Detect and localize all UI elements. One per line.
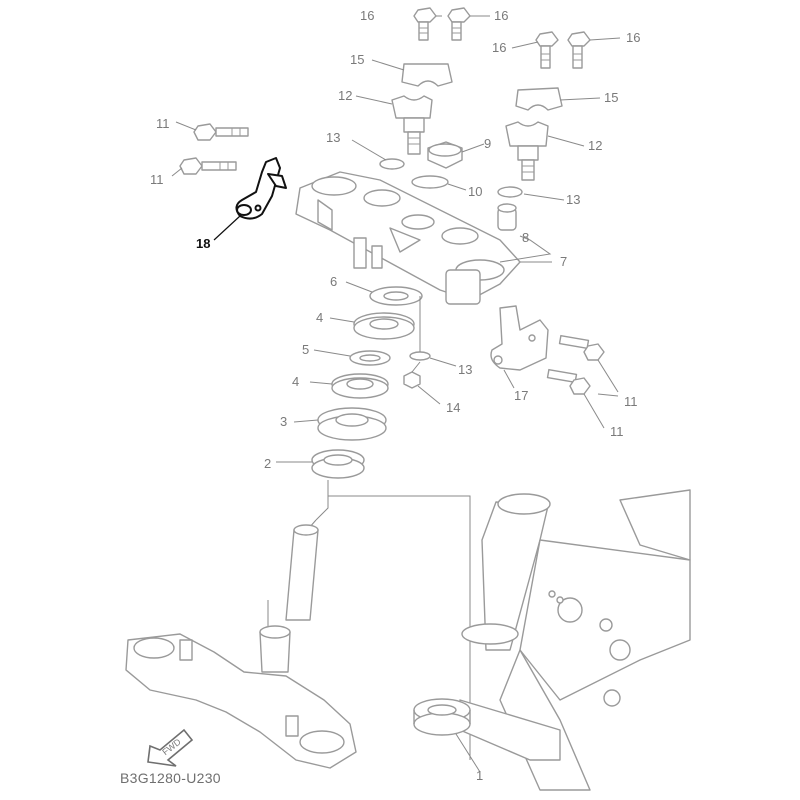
callout-12: 12: [588, 138, 602, 153]
callout-16: 16: [494, 8, 508, 23]
bearing-cover-3: [317, 407, 387, 441]
leader-lines: [171, 15, 621, 773]
ring-nut-4-lower: [331, 373, 389, 399]
nut-14: [403, 371, 421, 389]
callout-7: 7: [560, 254, 567, 269]
callout-4: 4: [292, 374, 299, 389]
bolt-11-bottom-b: [546, 368, 591, 395]
ring-nut-4-upper: [353, 312, 415, 340]
callout-1: 1: [476, 768, 483, 783]
callout-4: 4: [316, 310, 323, 325]
callout-9: 9: [484, 136, 491, 151]
diagram-code: B3G1280-U230: [120, 770, 221, 786]
callout-13: 13: [566, 192, 580, 207]
bearing-1: [413, 698, 471, 736]
upper-bracket-7: [295, 171, 521, 305]
callout-11: 11: [610, 424, 624, 439]
callout-16: 16: [492, 40, 506, 55]
bolt-11-top-a: [193, 123, 249, 141]
callout-12: 12: [338, 88, 352, 103]
callout-15: 15: [350, 52, 364, 67]
bracket-17: [490, 305, 549, 371]
callout-11: 11: [156, 116, 170, 131]
callout-14: 14: [446, 400, 460, 415]
callout-8: 8: [522, 230, 529, 245]
washer-13-right: [497, 186, 523, 198]
bearing-2: [311, 449, 365, 479]
bolt-16-right-a: [535, 31, 559, 69]
callout-16: 16: [360, 8, 374, 23]
cable-guide-18: [235, 157, 287, 220]
bolt-16-left-a: [413, 7, 437, 41]
callout-16: 16: [626, 30, 640, 45]
callout-11: 11: [624, 394, 638, 409]
washer-13-lower: [409, 351, 431, 361]
callout-10: 10: [468, 184, 482, 199]
handlebar-holder-lower-right: [505, 121, 549, 181]
callout-17: 17: [514, 388, 528, 403]
bolt-16-left-b: [447, 7, 471, 41]
callout-18: 18: [196, 236, 210, 251]
callout-3: 3: [280, 414, 287, 429]
callout-15: 15: [604, 90, 618, 105]
washer-6: [369, 286, 423, 306]
washer-5: [349, 350, 391, 366]
callout-13: 13: [326, 130, 340, 145]
callout-5: 5: [302, 342, 309, 357]
steering-stem-under-bracket: [125, 524, 357, 769]
washer-13-left: [379, 158, 405, 170]
fwd-arrow-icon: FWD: [147, 728, 194, 767]
frame-head-pipe: [459, 489, 691, 791]
nut-9: [427, 141, 463, 169]
callout-11: 11: [150, 172, 164, 187]
bolt-16-right-b: [567, 31, 591, 69]
callout-13: 13: [458, 362, 472, 377]
bolt-11-top-b: [179, 157, 237, 175]
callout-2: 2: [264, 456, 271, 471]
collar-8: [497, 203, 517, 231]
callout-6: 6: [330, 274, 337, 289]
handlebar-holder-upper-left: [401, 63, 453, 87]
bolt-11-bottom-a: [558, 334, 605, 361]
handlebar-holder-lower-left: [391, 95, 433, 155]
handlebar-holder-upper-right: [515, 87, 563, 111]
washer-10: [411, 175, 449, 189]
callout-numbers: 16 16 16 16 15 15 12 12 13 13 13 11 11 1…: [150, 8, 640, 783]
